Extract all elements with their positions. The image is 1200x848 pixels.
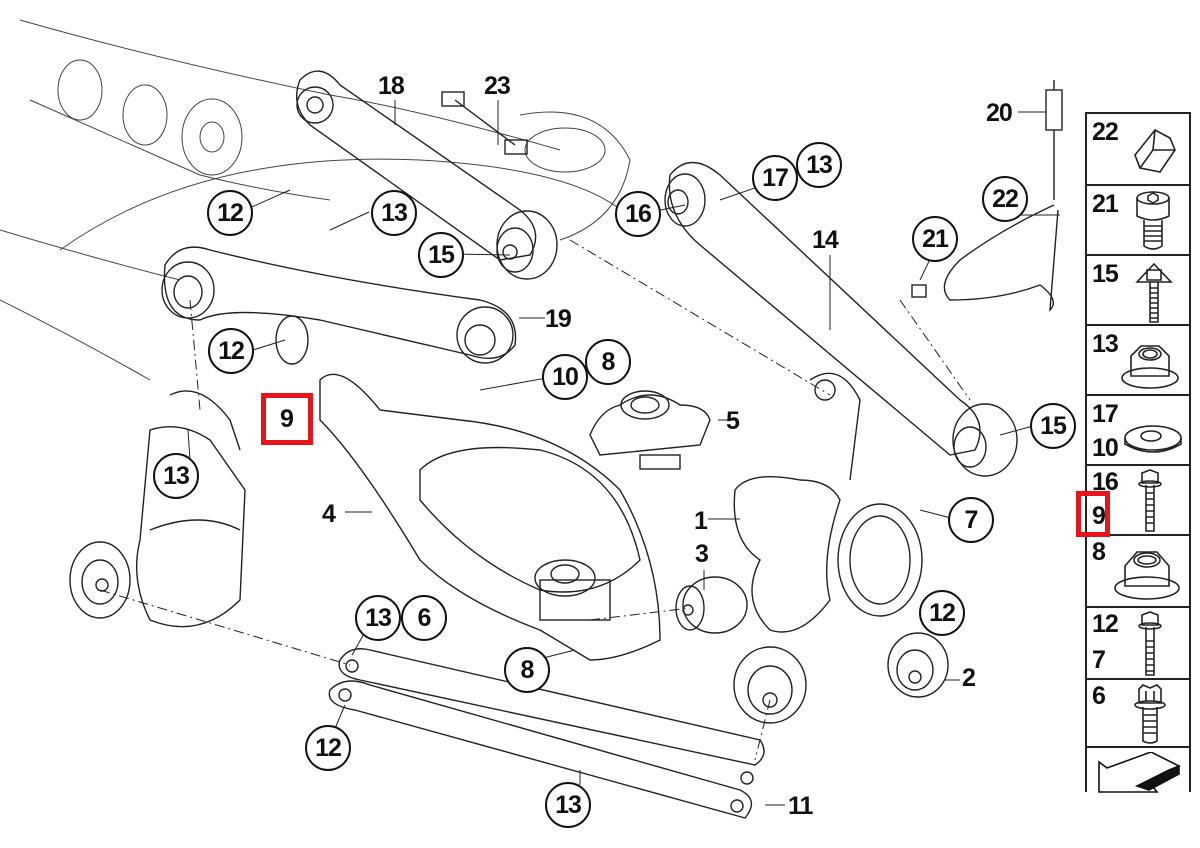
direction-arrow-icon xyxy=(1098,752,1181,793)
bolt-with-washer-icon xyxy=(1135,262,1173,323)
callout-1: 1 xyxy=(694,507,708,535)
callout-20: 20 xyxy=(986,99,1013,127)
callout-21: 21 xyxy=(912,216,958,262)
assembly-lines xyxy=(99,239,971,761)
callout-13: 13 xyxy=(545,782,591,828)
control-arm-18 xyxy=(296,70,558,280)
legend-cell-16-9: 16 9 xyxy=(1087,464,1189,534)
legend-cell-21: 21 xyxy=(1087,184,1189,254)
wear-sensor xyxy=(911,80,1063,312)
hex-bolt-icon xyxy=(1138,469,1162,532)
legend-cell-12-7: 12 7 xyxy=(1087,606,1189,678)
callout-2: 2 xyxy=(962,664,976,692)
legend-cell-22: 22 xyxy=(1087,112,1189,184)
wheel-carrier-1 xyxy=(733,372,923,633)
callout-23: 23 xyxy=(484,72,511,100)
callout-4: 4 xyxy=(322,500,336,528)
legend-label: 8 xyxy=(1092,538,1106,566)
callout-19: 19 xyxy=(545,305,572,333)
socket-cap-screw-icon xyxy=(1136,191,1170,250)
subframe-mount xyxy=(69,390,246,628)
legend-cell-8: 8 xyxy=(1087,534,1189,606)
callout-12: 12 xyxy=(208,328,254,374)
callout-13: 13 xyxy=(796,142,842,188)
callout-12: 12 xyxy=(207,190,253,236)
legend-cell-15: 15 xyxy=(1087,254,1189,324)
callout-13: 13 xyxy=(355,595,401,641)
wire-clip-23 xyxy=(441,91,528,155)
callout-17: 17 xyxy=(752,155,798,201)
callout-8: 8 xyxy=(504,647,550,693)
legend-label: 13 xyxy=(1092,330,1119,358)
flange-nut-icon xyxy=(1121,345,1179,389)
legend-label: 21 xyxy=(1092,190,1119,218)
bushings xyxy=(675,576,949,724)
legend-label: 15 xyxy=(1092,260,1119,288)
legend-highlight-9 xyxy=(1076,491,1110,537)
callout-3: 3 xyxy=(695,540,709,568)
callout-18: 18 xyxy=(378,72,405,100)
large-flange-nut-icon xyxy=(1114,551,1180,600)
hex-bolt-long-icon xyxy=(1138,611,1162,676)
legend-cell-arrow xyxy=(1087,746,1189,793)
washer-icon xyxy=(1124,425,1182,453)
legend-label: 6 xyxy=(1092,682,1106,710)
callout-6: 6 xyxy=(401,595,447,641)
callout-5: 5 xyxy=(726,407,740,435)
callout-16: 16 xyxy=(615,191,661,237)
torx-bolt-icon xyxy=(1134,684,1166,744)
lower-wishbone-4 xyxy=(319,373,661,661)
cable-clip-icon xyxy=(1134,128,1176,173)
callout-13: 13 xyxy=(371,190,417,236)
callout-11: 11 xyxy=(788,792,813,820)
legend-label: 22 xyxy=(1092,118,1119,146)
toe-link-6 xyxy=(338,648,765,785)
legend-label: 17 xyxy=(1092,400,1119,428)
legend-label: 12 xyxy=(1092,610,1119,638)
parts-legend: 22 21 15 13 17 10 16 9 xyxy=(1085,112,1191,793)
control-arm-14 xyxy=(664,161,1018,477)
legend-cell-13: 13 xyxy=(1087,324,1189,394)
legend-cell-17-10: 17 10 xyxy=(1087,394,1189,464)
callout-15: 15 xyxy=(1030,403,1076,449)
strut-mount-5 xyxy=(589,390,711,470)
callout-13: 13 xyxy=(153,453,199,499)
control-arm-19 xyxy=(161,246,517,365)
legend-label: 10 xyxy=(1092,434,1119,462)
legend-label: 7 xyxy=(1092,646,1106,674)
legend-label-highlighted: 9 xyxy=(1092,502,1106,530)
callout-14: 14 xyxy=(812,226,839,254)
toe-link-11 xyxy=(328,680,753,819)
callout-12: 12 xyxy=(305,725,351,771)
callout-22: 22 xyxy=(982,176,1028,222)
subframe xyxy=(0,19,641,381)
callout-8: 8 xyxy=(585,339,631,385)
callout-7: 7 xyxy=(948,497,994,543)
callout-10: 10 xyxy=(542,354,588,400)
callout-15: 15 xyxy=(418,232,464,278)
callout-12: 12 xyxy=(919,590,965,636)
legend-cell-6: 6 xyxy=(1087,678,1189,746)
callout-9-highlighted: 9 xyxy=(261,393,313,445)
